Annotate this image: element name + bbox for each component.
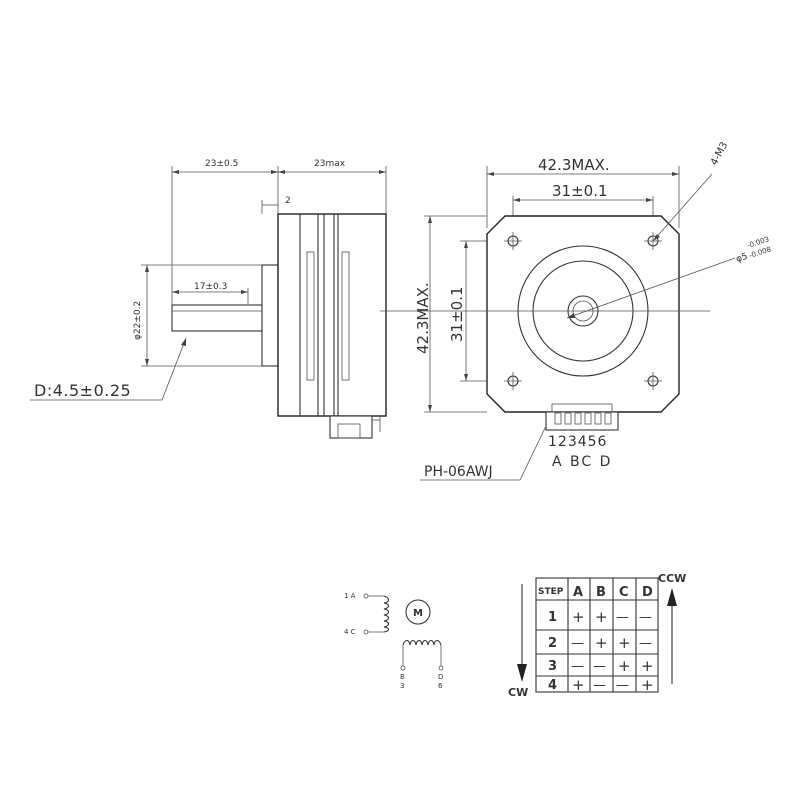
shaft-side bbox=[171, 304, 263, 332]
dim-flat-length: 17±0.3 bbox=[194, 282, 227, 292]
ccw-arrow-head bbox=[667, 588, 677, 606]
phase-a-state: — bbox=[571, 659, 584, 674]
front-view: 42.3MAX. 31±0.1 42.3MAX. 31±0.1 bbox=[380, 140, 772, 481]
table-row: 2 — + + — bbox=[548, 634, 652, 652]
lead-d-number: 6 bbox=[438, 682, 443, 690]
phase-d-state: — bbox=[639, 610, 652, 625]
cw-label: CW bbox=[508, 686, 528, 699]
table-header-step: STEP bbox=[538, 587, 564, 597]
table-row: 1 + + — — bbox=[548, 608, 652, 626]
step-number: 2 bbox=[548, 636, 557, 651]
step-number: 3 bbox=[548, 659, 557, 674]
dim-body-length: 23max bbox=[314, 159, 346, 169]
step-number: 1 bbox=[548, 610, 557, 625]
side-view: 23±0.5 23max 2 17±0.3 φ22±0.2 bbox=[30, 159, 387, 439]
connector-front bbox=[545, 411, 619, 431]
flange-side bbox=[277, 213, 387, 417]
step-table: STEP A B C D 1 + + — — 2 — + + — 3 — — +… bbox=[508, 572, 686, 699]
phase-d-state: + bbox=[641, 657, 654, 675]
phase-b-state: + bbox=[595, 608, 608, 626]
table-row: 4 + — — + bbox=[548, 676, 654, 694]
lead-4-label: 4 C bbox=[344, 628, 356, 636]
boss-side bbox=[261, 264, 279, 367]
phase-c-state: — bbox=[616, 610, 629, 625]
dim-shaft-tolerance: φ5 bbox=[735, 252, 749, 265]
phase-c-state: + bbox=[618, 634, 631, 652]
table-header-c: C bbox=[619, 585, 629, 600]
coil-b-d bbox=[402, 639, 442, 646]
motor-symbol bbox=[405, 599, 431, 625]
dim-shaft-diameter: D:4.5±0.25 bbox=[34, 381, 131, 400]
coil-a-c bbox=[383, 595, 390, 633]
wiring-diagram: 1 A 4 C M B 3 D 6 bbox=[344, 592, 444, 690]
connector-side bbox=[329, 415, 373, 439]
phase-d-state: + bbox=[641, 676, 654, 694]
dim-holes: 4-M3 bbox=[709, 140, 730, 167]
dim-hole-spacing-v: 31±0.1 bbox=[448, 286, 466, 342]
connector-part-number: PH-06AWJ bbox=[424, 464, 493, 480]
lead-d-letter: D bbox=[438, 673, 443, 681]
pin-letters: A BC D bbox=[552, 454, 612, 470]
table-row: 3 — — + + bbox=[548, 657, 654, 675]
flange-front bbox=[486, 215, 680, 413]
lead-b-number: 3 bbox=[400, 682, 404, 690]
table-header-d: D bbox=[642, 585, 653, 600]
table-header-b: B bbox=[596, 585, 606, 600]
step-number: 4 bbox=[548, 678, 557, 693]
phase-a-state: + bbox=[572, 676, 585, 694]
dim-boss-diameter: φ22±0.2 bbox=[133, 301, 143, 340]
dim-boss-length: 2 bbox=[285, 196, 291, 206]
phase-c-state: + bbox=[618, 657, 631, 675]
dim-hole-spacing-h: 31±0.1 bbox=[552, 182, 608, 200]
table-header-a: A bbox=[573, 585, 583, 600]
phase-d-state: — bbox=[639, 636, 652, 651]
phase-b-state: + bbox=[595, 634, 608, 652]
phase-c-state: — bbox=[616, 678, 629, 693]
cw-arrow-head bbox=[517, 664, 527, 682]
lead-b-letter: B bbox=[400, 673, 405, 681]
dim-width: 42.3MAX. bbox=[538, 156, 610, 174]
ccw-label: CCW bbox=[658, 572, 686, 585]
phase-a-state: — bbox=[571, 636, 584, 651]
dim-height: 42.3MAX. bbox=[414, 282, 432, 354]
pin-numbers: 123456 bbox=[548, 434, 607, 450]
lead-1-label: 1 A bbox=[344, 592, 356, 600]
phase-b-state: — bbox=[593, 659, 606, 674]
dim-shaft-length: 23±0.5 bbox=[205, 159, 238, 169]
phase-a-state: + bbox=[572, 608, 585, 626]
motor-label: M bbox=[413, 608, 423, 619]
phase-b-state: — bbox=[593, 678, 606, 693]
